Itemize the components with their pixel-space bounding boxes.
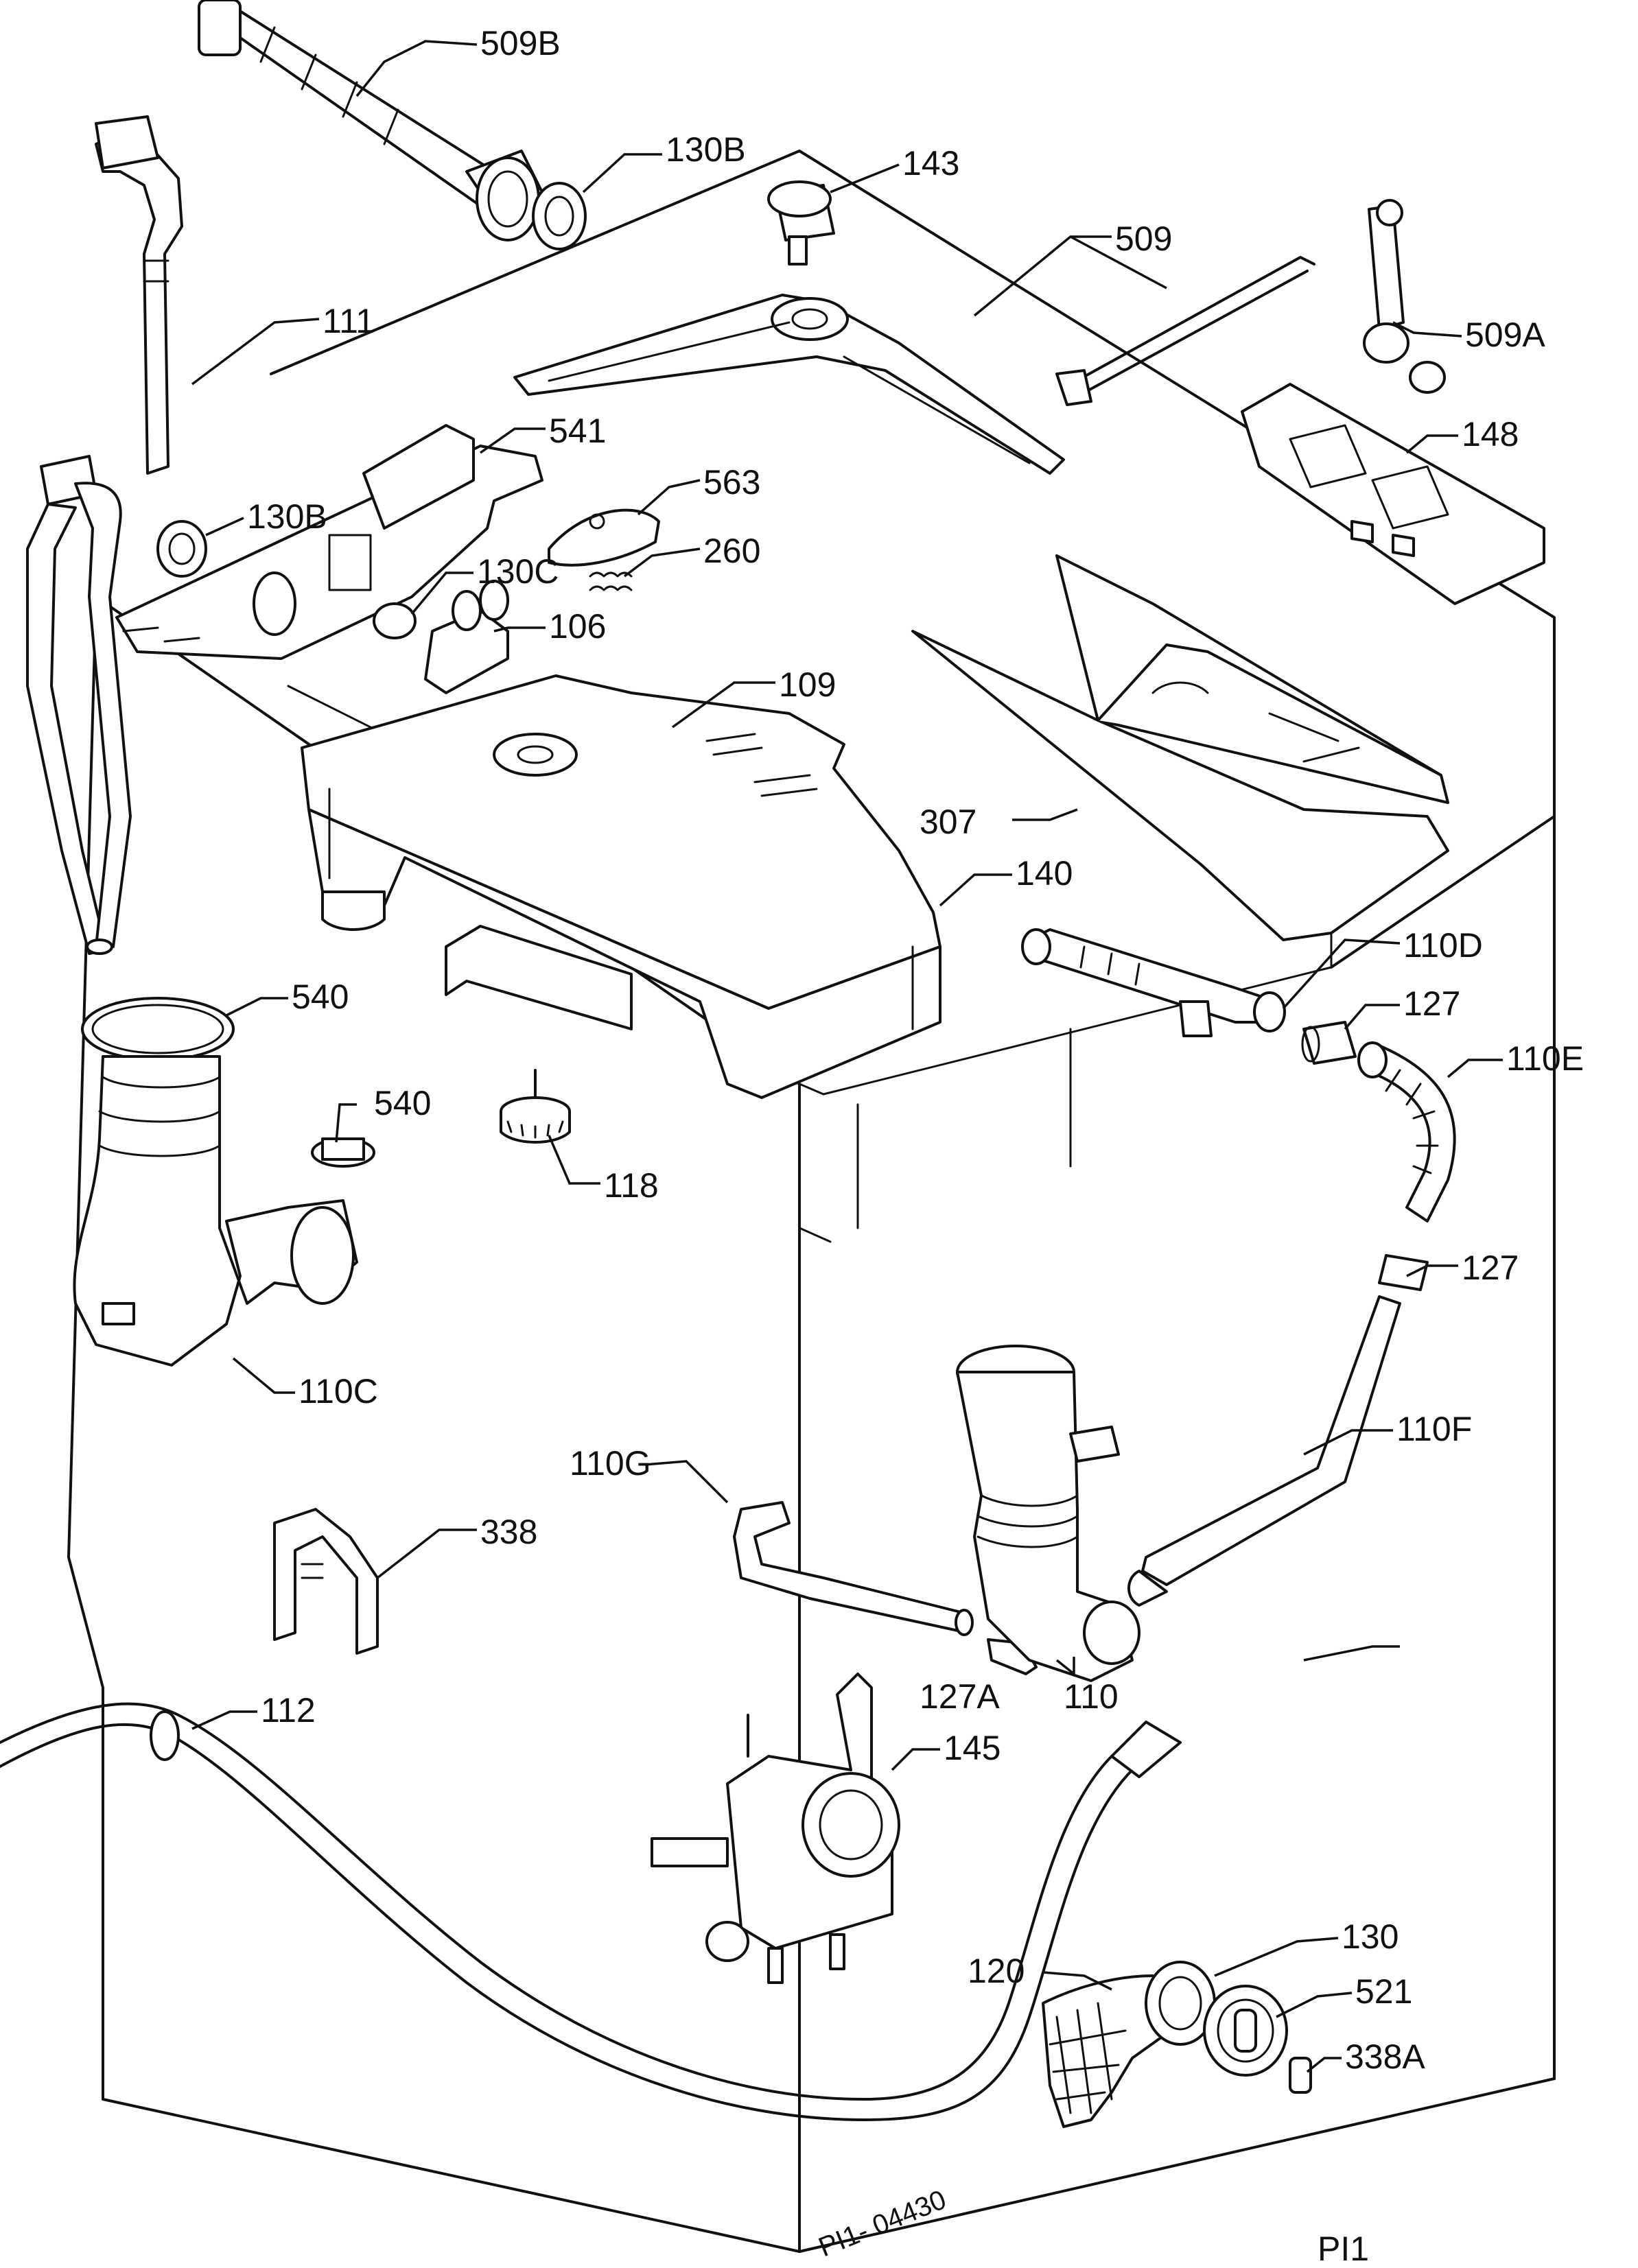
leader-lines [191,40,1503,2073]
label-148: 148 [1462,415,1519,453]
part-563-cover [548,508,660,567]
label-143: 143 [902,144,959,182]
label-127a: 127A [920,1677,1000,1716]
part-118-knob [500,1069,571,1144]
label-130c: 130C [477,552,559,591]
label-540-b: 540 [374,1084,431,1122]
part-labels: 509B 130B 143 509 509A 111 541 148 130B … [247,24,1584,2268]
label-563: 563 [703,463,760,501]
part-541-bracket [115,424,543,660]
label-307: 307 [920,803,976,841]
part-338-bracket [273,1508,379,1655]
part-540-clamp-a [81,997,235,1061]
label-110d: 110D [1403,926,1483,965]
label-110c: 110C [299,1372,378,1410]
label-127-a: 127 [1403,984,1460,1023]
label-260: 260 [703,532,760,570]
label-140: 140 [1016,854,1073,893]
part-110c-sump-hose [73,1055,358,1367]
label-540-a: 540 [292,978,349,1016]
label-118: 118 [604,1166,659,1205]
label-338a: 338A [1345,2037,1425,2076]
label-127-b: 127 [1462,1249,1519,1287]
part-left-hose [26,455,132,955]
part-110f-hose [1127,1295,1401,1607]
label-509a: 509A [1465,316,1545,354]
part-521-cap [1203,1985,1288,2077]
label-106: 106 [549,607,606,646]
label-109: 109 [779,665,836,704]
label-110e: 110E [1506,1039,1584,1078]
part-509-linkage [513,294,1065,475]
part-130b-seal-top [532,182,587,250]
part-509-rod [1055,256,1315,406]
part-143-plug [767,180,835,265]
label-130b-top: 130B [666,130,746,169]
part-338a-clip [1289,2057,1312,2094]
label-509b: 509B [480,24,561,62]
label-120: 120 [968,1952,1025,1990]
part-540-clamp-b [311,1137,375,1168]
part-307-drawer [911,554,1449,941]
part-110g-hose [733,1501,974,1636]
label-130b-mid: 130B [247,497,327,536]
drawing-code: PI1- 04430 [815,2184,950,2263]
part-127-coupling-b [1378,1254,1429,1291]
part-109-dispenser-lid [301,674,941,1010]
label-112: 112 [261,1691,316,1729]
label-509: 509 [1115,220,1172,258]
part-106-valve [424,580,509,694]
part-130c-coupling [373,602,417,639]
label-338: 338 [480,1513,537,1551]
part-110d-hose [1021,928,1286,1037]
label-110f: 110F [1396,1410,1472,1448]
page-code: PI1 [1318,2230,1369,2268]
part-260-spring [589,571,633,591]
label-110g: 110G [570,1444,651,1483]
part-111-inlet-hose [95,115,183,475]
part-145-pump [651,1673,900,1984]
part-110-bellows [956,1345,1140,1682]
label-110: 110 [1064,1677,1119,1716]
label-521: 521 [1355,1972,1412,2011]
label-145: 145 [944,1729,1001,1767]
label-541: 541 [549,412,606,450]
part-110e-hose [1357,1041,1456,1222]
part-509a-lever [1363,199,1446,394]
label-130: 130 [1342,1917,1399,1956]
part-127-coupling-a [1301,1021,1357,1065]
part-140-dispenser-body [307,788,941,1099]
part-148-handle [1241,383,1545,605]
part-130b-seal-mid [156,520,207,578]
part-112-drain-hose [0,1702,1182,2121]
label-111: 111 [323,302,375,340]
